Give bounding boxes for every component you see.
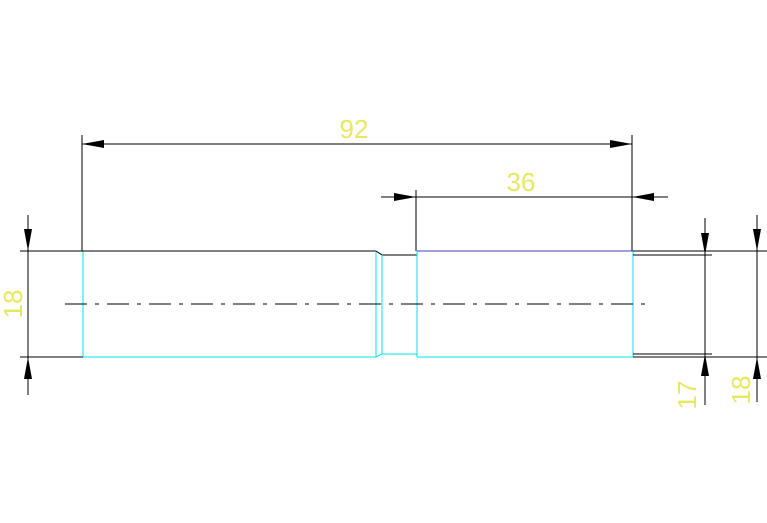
arrowhead-17-top [701, 233, 709, 255]
arrowhead-left-18-top [24, 229, 32, 251]
dimension-text-92: 92 [340, 114, 369, 144]
arrowhead-right [610, 140, 632, 148]
arrowhead-17-bottom [701, 354, 709, 376]
arrowhead-right18-bottom [753, 357, 761, 379]
dimension-right-diameter-18: 18 [633, 215, 767, 404]
shaft-part [65, 250, 650, 358]
dimension-text-36: 36 [507, 167, 536, 197]
arrowhead-36-left [394, 193, 416, 201]
dimension-right-diameter-17: 17 [633, 218, 712, 409]
arrowhead-left [82, 140, 104, 148]
arrowhead-36-right [632, 193, 654, 201]
arrowhead-right18-top [753, 229, 761, 251]
dimension-text-17: 17 [672, 381, 702, 410]
groove-bottom [375, 353, 417, 358]
dimension-left-diameter: 18 [0, 215, 83, 395]
groove-top [375, 250, 417, 256]
dimension-text-left-18: 18 [0, 290, 28, 319]
dimension-right-segment: 36 [381, 167, 668, 251]
dimension-overall-length: 92 [81, 114, 633, 251]
arrowhead-left-18-bottom [24, 357, 32, 379]
dimension-text-right-18: 18 [726, 376, 756, 405]
